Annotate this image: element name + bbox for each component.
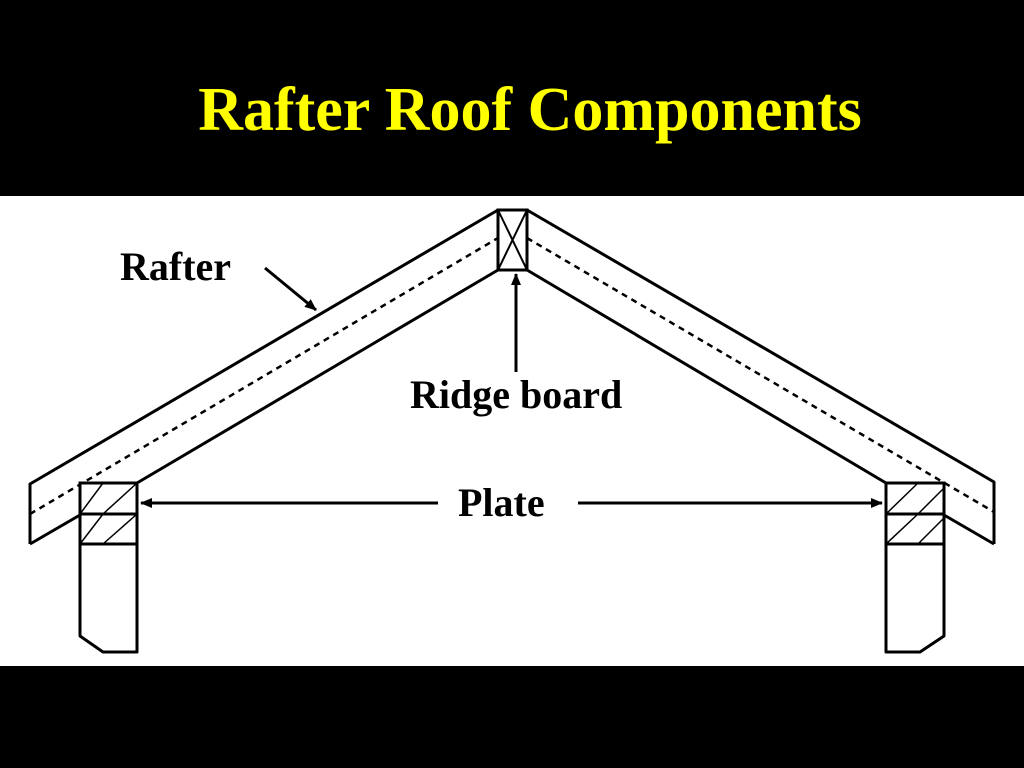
rafter-arrow <box>264 266 317 312</box>
left-rafter <box>28 208 499 546</box>
slide-title: Rafter Roof Components <box>198 76 862 144</box>
rafter-label: Rafter <box>120 244 231 289</box>
right-rafter <box>526 208 996 546</box>
left-plate <box>78 481 139 546</box>
ridge-board-label: Ridge board <box>410 372 622 417</box>
right-wall <box>884 544 946 654</box>
title-bar: Rafter Roof Components <box>0 0 1024 196</box>
bottom-bar <box>0 666 1024 768</box>
plate-label: Plate <box>458 480 545 525</box>
ridge-board <box>496 208 529 272</box>
right-plate <box>884 481 946 546</box>
left-wall <box>78 544 139 654</box>
